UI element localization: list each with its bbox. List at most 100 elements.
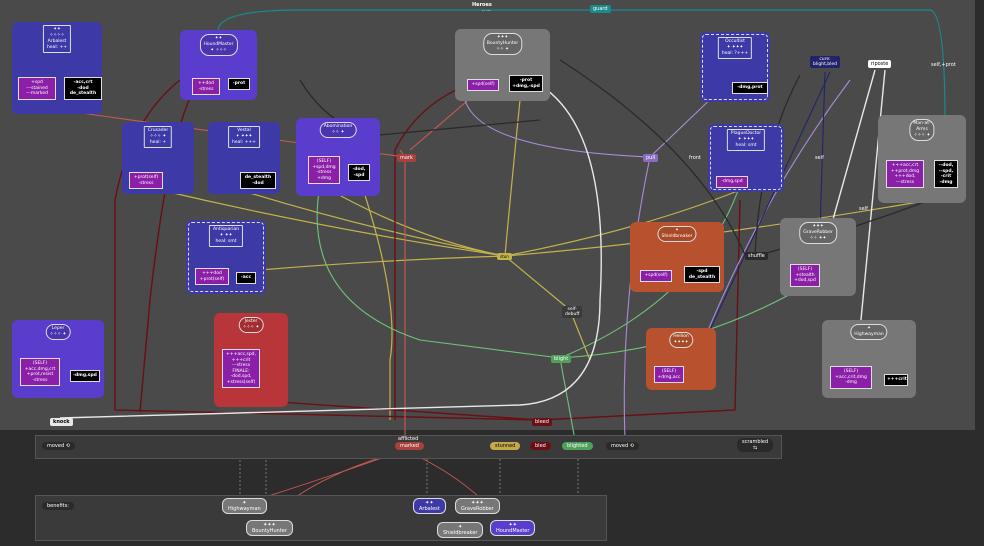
benefit-name: Highwayman	[228, 506, 261, 512]
state-blighted: blighted	[562, 442, 593, 450]
maninarms-debuffs: --dod, --spd, -crit -dmg	[934, 160, 958, 188]
state-stunned: stunned	[490, 442, 521, 450]
vestal-heal: heal: +++	[232, 140, 256, 145]
bountyhunter-debuffs: -prot +dmg,-spd	[509, 75, 543, 92]
benefit-bountyhunter[interactable]: ✦✦✦BountyHunter	[246, 520, 293, 536]
tag-blight: blight	[551, 355, 572, 363]
antiquarian-stars: ✦ ✦✦	[219, 233, 233, 238]
occultist-heal: heal: ?+++	[721, 51, 749, 56]
hero-houndmaster[interactable]: ✦✦HoundMaster✦ ✧✧✧ ++dod -stress -prot	[180, 30, 257, 100]
antiquarian-heal: heal: smt	[215, 239, 237, 244]
hero-crusader[interactable]: Crusader✧✧✧ ✦heal: + +prot(self) -stress	[122, 122, 194, 194]
houndmaster-stars: ✦✦	[214, 36, 223, 41]
hero-antiquarian[interactable]: Antiquarian✦ ✦✦heal: smt +++dod +prot(se…	[186, 220, 266, 294]
benefit-graverobber[interactable]: ✦✦✦GraveRobber	[455, 498, 500, 514]
houndmaster-debuffs: -prot	[228, 78, 250, 90]
highwayman-debuffs: +++crit	[884, 374, 908, 386]
hero-hellion[interactable]: Hellion✦✦✦✦ (SELF) +dmg,acc	[646, 328, 716, 390]
maninarms-name: Man-at- Arms	[913, 121, 931, 132]
leper-buffs: (SELF) +acc,dmg,crt +prot,resist -stress	[20, 358, 60, 386]
plaguedoctor-stars: ✦ ✦✦✦	[737, 137, 755, 142]
occultist-header: Occultist✦ ✦✦✦heal: ?+++	[717, 37, 753, 59]
arbalest-debuffs: -acc,crt -dod de_stealth	[64, 77, 102, 100]
graverobber-sub: ✧✧ ✦✦	[809, 236, 827, 241]
antiquarian-debuffs: -acc	[236, 272, 256, 284]
tag-stun: stun	[497, 253, 512, 260]
hero-jester[interactable]: Jester✧✧✧ ✦ +++acc,spd, +++crit ---stres…	[214, 313, 288, 407]
abomination-name: Abomination	[323, 124, 353, 129]
leper-debuffs: -dmg,spd	[70, 370, 100, 382]
crusader-stars: ✧✧✧ ✦	[149, 134, 167, 139]
benefit-highwayman[interactable]: ✦Highwayman	[222, 498, 267, 514]
tag-pull: pull	[643, 154, 659, 162]
benefit-name: HoundMaster	[496, 528, 530, 534]
tag-bleed: bleed	[532, 418, 552, 426]
plaguedoctor-heal: heal: smt	[735, 143, 757, 148]
benefit-name: BountyHunter	[252, 528, 287, 534]
graverobber-header: ✦✦✦GraveRobber✧✧ ✦✦	[799, 222, 837, 244]
hero-shieldbreaker[interactable]: ✦Shieldbreaker +spd(self) -spd de_stealt…	[630, 222, 724, 292]
shieldbreaker-stars: ✦	[675, 228, 679, 233]
antiquarian-name: Antiquarian	[212, 227, 240, 232]
benefit-stars: ✦✦✦	[263, 522, 276, 528]
hero-highwayman[interactable]: ✦Highwayman (SELF) +acc,crit,dmg -dmg ++…	[822, 320, 916, 398]
arbalest-heal: heal: ++	[46, 45, 68, 50]
tag-cure: cure: blight,bled	[810, 56, 840, 68]
benefit-stars: ✦✦	[425, 500, 434, 506]
hero-plaguedoctor[interactable]: PlagueDoctor✦ ✦✦✦heal: smt -dmg,spd	[708, 124, 784, 192]
occultist-stars: ✦ ✦✦✦	[726, 45, 744, 50]
hero-graverobber[interactable]: ✦✦✦GraveRobber✧✧ ✦✦ (SELF) +stealth +dod…	[780, 218, 856, 296]
crusader-buffs: +prot(self) -stress	[129, 172, 163, 189]
abomination-buffs: (SELF) +spd,dmg -stress +dmg	[308, 156, 340, 184]
houndmaster-name: HoundMaster	[203, 42, 234, 47]
tag-self-prot: self,+prot	[931, 62, 956, 68]
hero-bountyhunter[interactable]: ✦✦✦BountyHunter✧✧ ✦ +spd(self) -prot +dm…	[455, 29, 550, 101]
jester-header: Jester✧✧✧ ✦	[238, 317, 264, 333]
occultist-name: Occultist	[725, 39, 745, 44]
bountyhunter-sub: ✧✧ ✦	[496, 47, 509, 52]
benefit-houndmaster[interactable]: ✦✦HoundMaster	[490, 520, 536, 536]
diagram-subtitle: -- ---	[482, 8, 491, 13]
jester-name: Jester	[244, 319, 258, 324]
abomination-stars: ✧✧ ✦	[331, 130, 345, 135]
highwayman-header: ✦Highwayman	[850, 324, 888, 340]
shieldbreaker-buffs: +spd(self)	[640, 270, 672, 282]
vestal-name: Vestal	[237, 128, 251, 133]
houndmaster-buffs: ++dod -stress	[192, 78, 220, 95]
tag-self: self	[815, 155, 824, 161]
tag-guard: guard	[590, 5, 611, 13]
benefit-stars: ✦✦✦	[471, 500, 484, 506]
benefit-shieldbreaker[interactable]: ✦Shieldbreaker	[437, 522, 484, 538]
leper-stars: ✧✧✧ ✦	[49, 332, 67, 337]
benefits-title: benefits:	[42, 502, 74, 510]
highwayman-name: Highwayman	[854, 332, 884, 337]
occultist-debuffs: -dmg,prot	[732, 82, 768, 94]
shieldbreaker-name: Shieldbreaker	[661, 234, 693, 239]
hero-maninarms[interactable]: Man-at- Arms✧✧✧ ✦ +++acc,crt ++prot,dmg …	[878, 115, 966, 203]
hellion-stars: ✦✦✦✦	[673, 340, 689, 345]
hero-occultist[interactable]: Occultist✦ ✦✦✦heal: ?+++ -dmg,prot	[700, 32, 770, 102]
diagram-title: Heroes	[472, 2, 492, 8]
tag-mark: mark	[397, 154, 416, 162]
antiquarian-header: Antiquarian✦ ✦✦heal: smt	[208, 225, 244, 247]
hero-vestal[interactable]: Vestal✦ ✦✦✦heal: +++ de_stealth -dod	[208, 122, 280, 194]
crusader-header: Crusader✧✧✧ ✦heal: +	[143, 126, 173, 148]
afflicted-title: afflicted	[398, 436, 419, 442]
hellion-header: Hellion✦✦✦✦	[669, 332, 693, 348]
highwayman-stars: ✦	[867, 326, 871, 331]
crusader-heal: heal: +	[149, 140, 167, 145]
plaguedoctor-name: PlagueDoctor	[730, 131, 762, 136]
tag-shuffle: shuffle	[745, 252, 768, 260]
maninarms-buffs: +++acc,crt ++prot,dmg +++dod, ---stress	[886, 160, 924, 188]
state-marked: marked	[395, 442, 424, 450]
houndmaster-sub: ✦ ✧✧✧	[210, 48, 227, 53]
vestal-debuffs: de_stealth -dod	[240, 172, 276, 189]
state-scrambled: scrambled ⇆	[737, 438, 774, 452]
hero-abomination[interactable]: Abomination✧✧ ✦ (SELF) +spd,dmg -stress …	[296, 118, 380, 196]
benefit-arbalest[interactable]: ✦✦Arbalest	[413, 498, 446, 514]
hero-leper[interactable]: Leper✧✧✧ ✦ (SELF) +acc,dmg,crt +prot,res…	[12, 320, 104, 398]
jester-buffs: +++acc,spd, +++crit ---stress FINALE: -d…	[222, 349, 260, 388]
tag-self-2: self	[859, 206, 868, 212]
arbalest-name: Arbalest	[47, 39, 67, 44]
